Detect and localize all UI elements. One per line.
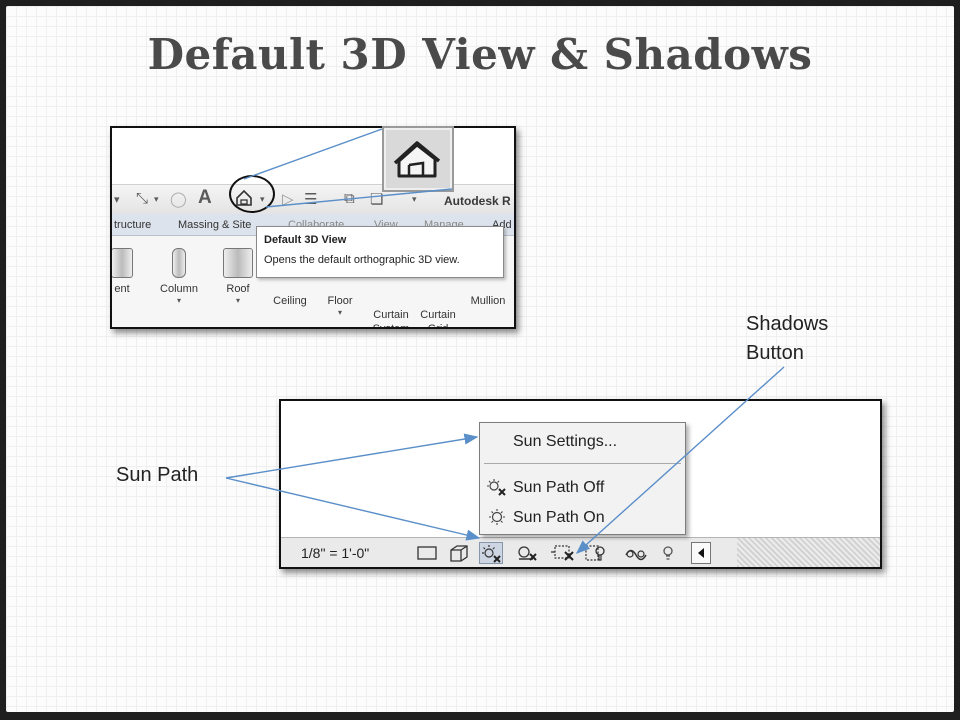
- visual-style-icon[interactable]: [447, 542, 471, 564]
- view-scale[interactable]: 1/8" = 1'-0": [301, 545, 370, 561]
- house-3d-view-icon: [393, 141, 441, 178]
- tab-massing-site[interactable]: Massing & Site: [178, 219, 252, 231]
- tool-curtain-grid[interactable]: Curtain Grid: [420, 309, 456, 329]
- sun-path-off-icon: [485, 478, 511, 503]
- view-control-screenshot: 1/8" = 1'-0" Sun Setting: [279, 399, 882, 569]
- sun-path-on-icon: [485, 507, 511, 532]
- text-icon[interactable]: A: [198, 187, 212, 208]
- render-icon[interactable]: [583, 542, 607, 564]
- component-icon: [112, 248, 133, 278]
- scrollbar-track[interactable]: [737, 538, 880, 567]
- sun-path-icon[interactable]: [479, 542, 503, 564]
- highlight-circle: [229, 175, 275, 213]
- roof-icon: [223, 248, 253, 278]
- detail-level-icon[interactable]: [415, 542, 439, 564]
- sun-path-menu: Sun Settings... Sun Path Off Sun Path On: [479, 422, 686, 535]
- dropdown-arrow-icon: ▾: [235, 296, 240, 305]
- reveal-hidden-icon[interactable]: [659, 542, 677, 564]
- zoomed-default-3d-view: [382, 126, 454, 192]
- align-dimension-icon[interactable]: ⤡: [136, 190, 149, 207]
- tool-column[interactable]: Column ▾: [156, 248, 202, 306]
- view-control-bar: 1/8" = 1'-0": [281, 537, 880, 567]
- ribbon-screenshot: ▾ ⤡ ▾ ◯ A ▾ ▷ ☰ ⧉ ❏ ▾ Autodesk R tructur…: [110, 126, 516, 329]
- tool-ceiling[interactable]: Ceiling: [273, 295, 307, 307]
- switch-windows-icon[interactable]: ❏: [370, 191, 384, 208]
- tag-icon[interactable]: ◯: [170, 191, 187, 208]
- temporary-hide-icon[interactable]: [623, 542, 653, 564]
- dropdown-arrow-icon[interactable]: ▾: [154, 194, 159, 204]
- scroll-left-icon[interactable]: [691, 542, 711, 564]
- dropdown-arrow-icon: ▾: [337, 308, 342, 317]
- tool-component[interactable]: ent: [112, 248, 140, 296]
- tool-mullion[interactable]: Mullion: [470, 295, 506, 307]
- shadows-button-icon[interactable]: [549, 542, 579, 564]
- slide-title: Default 3D View & Shadows: [147, 30, 813, 79]
- app-title: Autodesk R: [444, 194, 511, 208]
- slide-background: [6, 6, 954, 712]
- tool-floor[interactable]: Floor ▾: [320, 294, 360, 318]
- dropdown-arrow-icon: ▾: [176, 296, 181, 305]
- sun-path-callout: Sun Path: [116, 464, 199, 486]
- menu-item-sun-settings[interactable]: Sun Settings...: [513, 433, 618, 450]
- dropdown-arrow-icon[interactable]: ▾: [412, 194, 417, 204]
- shadows-off-icon[interactable]: [515, 542, 539, 564]
- tool-curtain-system[interactable]: Curtain System: [372, 309, 410, 329]
- section-icon[interactable]: ▷: [282, 191, 294, 208]
- tab-structure[interactable]: tructure: [114, 219, 152, 231]
- tooltip-description: Opens the default orthographic 3D view.: [264, 254, 460, 266]
- dropdown-arrow-icon[interactable]: ▾: [114, 194, 120, 206]
- menu-item-sun-path-on[interactable]: Sun Path On: [480, 505, 685, 531]
- menu-item-sun-path-off[interactable]: Sun Path Off: [480, 475, 685, 501]
- tooltip-title: Default 3D View: [264, 234, 347, 246]
- thin-lines-icon[interactable]: ☰: [304, 191, 318, 208]
- menu-separator: [484, 463, 681, 464]
- close-hidden-windows-icon[interactable]: ⧉: [344, 190, 355, 207]
- tool-roof[interactable]: Roof ▾: [220, 248, 256, 306]
- default-3d-view-tooltip: Default 3D View Opens the default orthog…: [256, 226, 504, 278]
- shadows-button-callout: Shadows Button: [746, 313, 829, 364]
- quick-access-toolbar: ▾ ⤡ ▾ ◯ A ▾ ▷ ☰ ⧉ ❏ ▾ Autodesk R: [112, 184, 514, 214]
- column-icon: [172, 248, 186, 278]
